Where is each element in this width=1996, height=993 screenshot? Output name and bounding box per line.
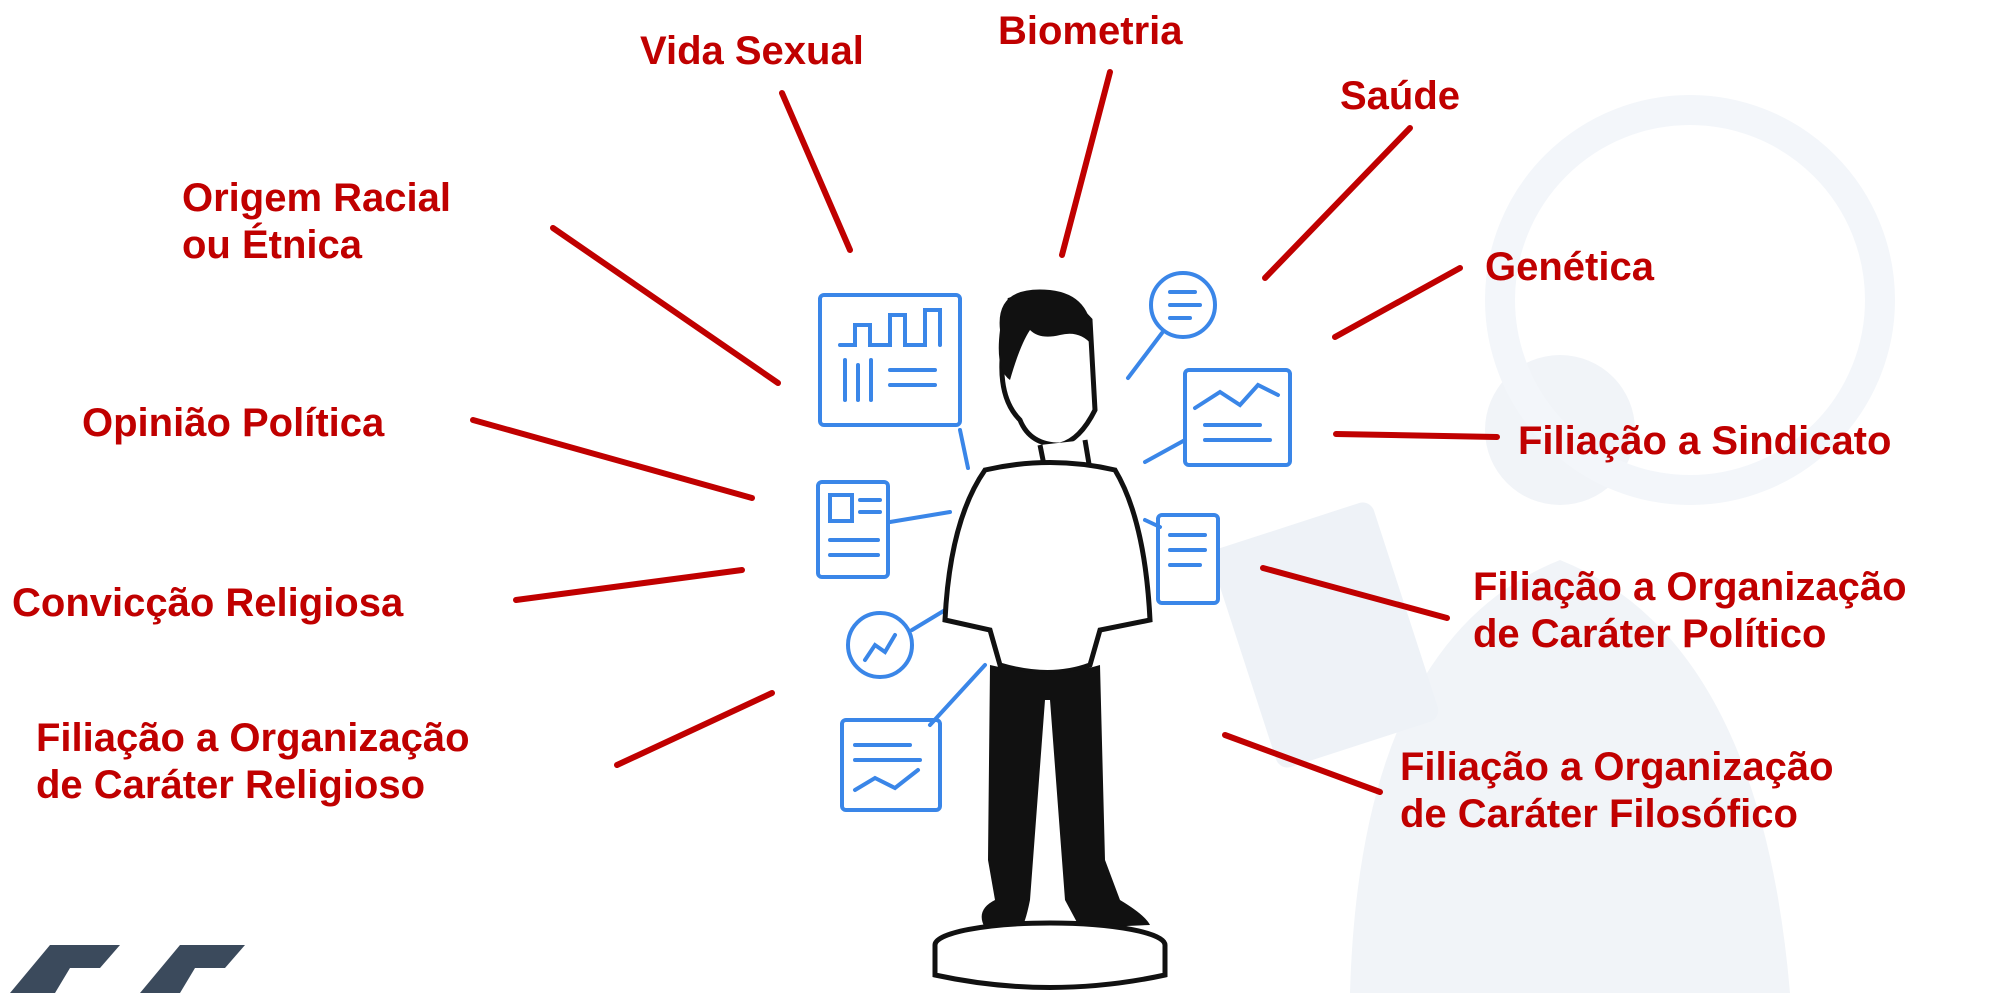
connector-genetica <box>1332 265 1463 340</box>
label-conviccao-religiosa: Convicção Religiosa <box>12 581 404 625</box>
label-org-filosofico-line2: de Caráter Filosófico <box>1400 792 1798 836</box>
label-opiniao-politica: Opinião Política <box>82 401 385 445</box>
label-org-politico: Filiação a Organização de Caráter Políti… <box>1473 564 1907 658</box>
label-saude: Saúde <box>1340 74 1461 118</box>
label-vida-sexual: Vida Sexual <box>640 29 864 73</box>
label-origem-racial-line1: Origem Racial <box>182 176 452 220</box>
connector-vida-sexual <box>779 90 853 253</box>
label-origem-racial: Origem Racial ou Étnica <box>182 175 451 269</box>
label-org-politico-line2: de Caráter Político <box>1473 612 1827 656</box>
label-org-religioso-line1: Filiação a Organização <box>36 716 470 760</box>
connector-conviccao-religiosa <box>513 567 745 603</box>
connector-org-filosofico <box>1222 732 1383 795</box>
label-org-filosofico-line1: Filiação a Organização <box>1400 745 1834 789</box>
connector-saude <box>1262 125 1413 281</box>
connector-origem-racial <box>550 225 781 386</box>
label-genetica: Genética <box>1485 245 1654 289</box>
label-filiacao-sindicato: Filiação a Sindicato <box>1518 419 1892 463</box>
label-org-filosofico: Filiação a Organização de Caráter Filosó… <box>1400 744 1834 838</box>
connector-opiniao-politica <box>470 417 755 501</box>
data-document-icons <box>816 271 1292 812</box>
label-org-religioso: Filiação a Organização de Caráter Religi… <box>36 715 470 809</box>
connector-biometria <box>1059 69 1113 258</box>
connector-org-religioso <box>614 690 775 768</box>
label-org-politico-line1: Filiação a Organização <box>1473 565 1907 609</box>
label-org-religioso-line2: de Caráter Religioso <box>36 763 426 807</box>
connector-filiacao-sindicato <box>1333 431 1500 440</box>
label-origem-racial-line2: ou Étnica <box>182 223 363 267</box>
connector-org-politico <box>1260 565 1450 621</box>
label-biometria: Biometria <box>998 9 1183 53</box>
person-figure <box>932 289 1168 990</box>
